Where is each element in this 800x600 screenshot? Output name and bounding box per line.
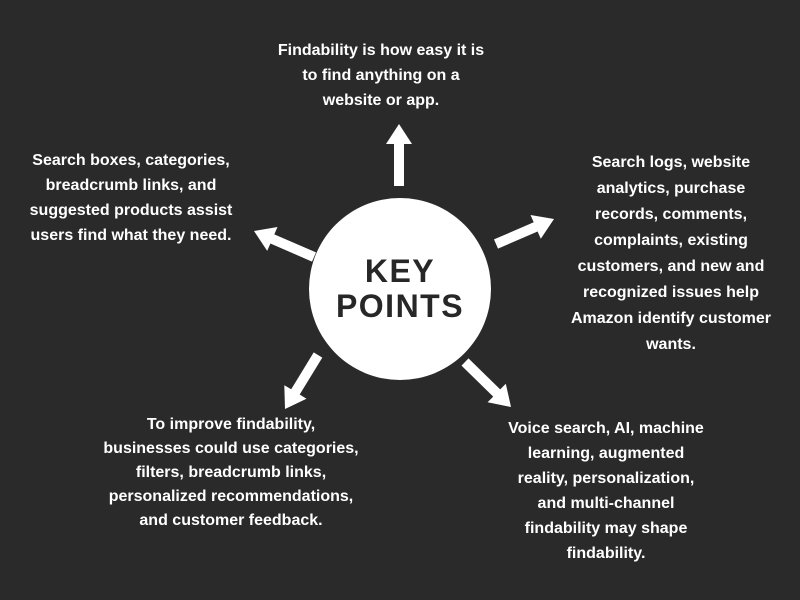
arrow-up-icon [386,124,412,186]
callout-right: Search logs, website analytics, purchase… [549,150,793,358]
callout-right-line: complaints, existing [594,232,748,249]
center-title-line-1: KEY [364,253,436,289]
callout-top-line: website or app. [322,92,440,109]
callout-left-line: Search boxes, categories, [32,152,230,169]
callout-bottom-right-line: findability may shape [524,520,688,537]
arrow-lower-left-icon [284,352,323,409]
center-title-line-2: POINTS [335,288,465,324]
callout-bottom-left-line: and customer feedback. [139,512,323,529]
callout-top-line: Findability is how easy it is [277,42,485,59]
callout-bottom-left: To improve findability, businesses could… [71,413,391,533]
center-circle: KEY POINTS [309,198,491,380]
callout-top: Findability is how easy it is to find an… [220,38,542,113]
callout-bottom-right-line: reality, personalization, [517,470,695,487]
callout-bottom-left-line: filters, breadcrumb links, [135,464,327,481]
callout-bottom-right-line: Voice search, AI, machine [508,420,704,437]
callout-left-line: breadcrumb links, and [45,177,217,194]
callout-bottom-right-line: learning, augmented [527,445,685,462]
callout-right-line: Search logs, website [591,154,751,171]
callout-bottom-left-line: To improve findability, [146,416,316,433]
arrow-lower-right-icon [461,358,511,407]
callout-right-line: Amazon identify customer [570,310,772,327]
callout-left: Search boxes, categories, breadcrumb lin… [6,148,256,248]
callout-bottom-right: Voice search, AI, machine learning, augm… [478,416,734,566]
callout-right-line: customers, and new and [577,258,765,275]
callout-right-line: wants. [646,336,696,353]
callout-bottom-left-line: personalized recommendations, [108,488,354,505]
callout-bottom-left-line: businesses could use categories, [103,440,359,457]
arrow-upper-right-icon [494,215,554,249]
callout-left-line: suggested products assist [29,202,233,219]
callout-right-line: recognized issues help [582,284,760,301]
arrow-upper-left-icon [254,227,316,262]
callout-bottom-right-line: and multi-channel [537,495,675,512]
callout-right-line: records, comments, [594,206,748,223]
callout-top-line: to find anything on a [302,67,460,84]
callout-right-line: analytics, purchase [596,180,746,197]
callout-bottom-right-line: findability. [566,545,646,562]
callout-left-line: users find what they need. [30,227,232,244]
